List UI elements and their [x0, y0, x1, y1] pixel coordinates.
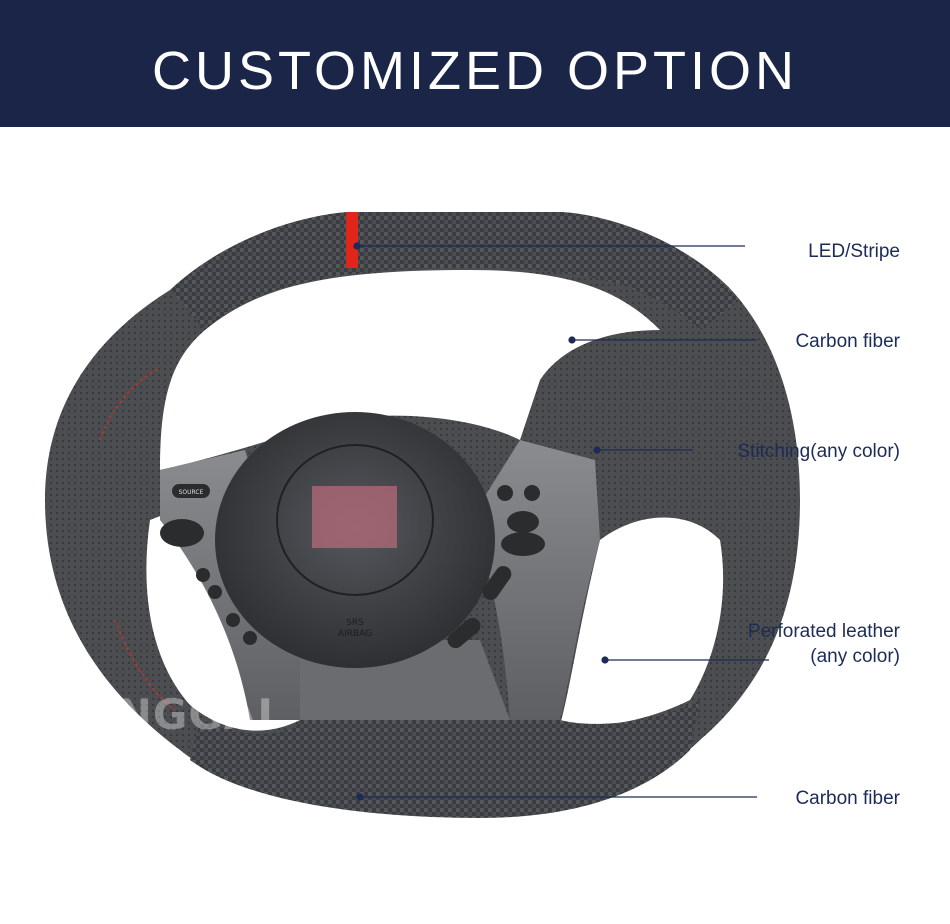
- led-stripe: [346, 212, 358, 268]
- callout-carbon-fiber-bottom: Carbon fiber: [795, 786, 900, 811]
- callout-led-stripe-text: LED/Stripe: [808, 241, 900, 262]
- callout-stitching: Stitching(any color): [737, 439, 900, 464]
- callout-stitching-text: Stitching(any color): [737, 441, 900, 462]
- top-carbon-fiber: [170, 212, 740, 330]
- steering-wheel-image: SRS AIRBAG SOURCE: [45, 212, 800, 818]
- callout-perforated-leather-subtext: (any color): [810, 646, 900, 667]
- bottom-carbon-fiber: [190, 700, 700, 818]
- right-spoke: [470, 440, 600, 720]
- callout-carbon-fiber-top-text: Carbon fiber: [795, 331, 900, 352]
- logo-blur: [312, 486, 397, 548]
- source-button-label: SOURCE: [179, 489, 204, 496]
- callout-led-stripe: LED/Stripe: [808, 239, 900, 264]
- airbag-text-1: SRS: [346, 618, 364, 628]
- product-area: SRS AIRBAG SOURCE JIANGGAI LED/Stripe Ca…: [0, 127, 950, 924]
- callout-carbon-fiber-bottom-text: Carbon fiber: [795, 788, 900, 809]
- page-title: CUSTOMIZED OPTION: [151, 40, 799, 101]
- callout-perforated-leather: Perforated leather (any color): [748, 619, 900, 669]
- callout-carbon-fiber-top: Carbon fiber: [795, 329, 900, 354]
- airbag-text-2: AIRBAG: [338, 629, 372, 639]
- callout-perforated-leather-text: Perforated leather: [747, 621, 900, 642]
- header-banner: CUSTOMIZED OPTION: [0, 0, 950, 127]
- watermark-text: JIANGGAI: [50, 690, 274, 739]
